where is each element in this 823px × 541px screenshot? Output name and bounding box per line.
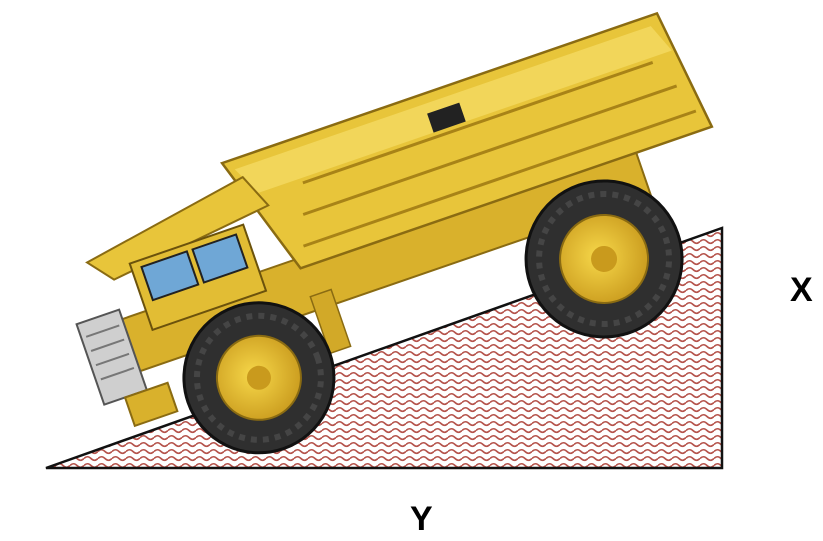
rear-wheel [524,179,684,339]
height-label-x: X [790,271,813,309]
front-wheel [182,301,336,455]
base-label-y: Y [410,500,433,538]
dump-truck-image [75,11,714,455]
